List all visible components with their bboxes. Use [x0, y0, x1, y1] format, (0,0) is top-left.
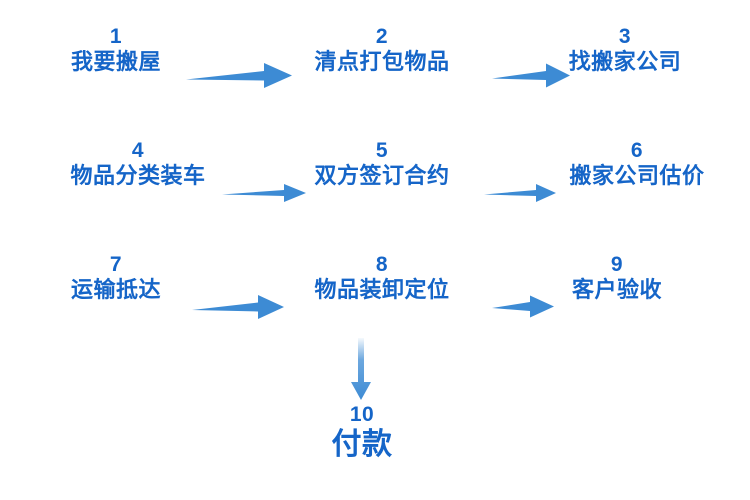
step-4-number: 4: [131, 139, 145, 162]
flow-step-9[interactable]: 9 客户验收: [571, 253, 663, 304]
step-10-label: 付款: [331, 428, 393, 462]
arrow-step2-to-step3: [492, 62, 570, 92]
flow-step-10[interactable]: 10 付款: [331, 403, 393, 464]
step-7-label: 运输抵达: [70, 277, 162, 303]
step-9-label: 客户验收: [571, 277, 663, 303]
flow-step-6[interactable]: 6 搬家公司估价: [569, 139, 705, 190]
step-4-label: 物品分类装车: [70, 163, 206, 189]
flow-step-7[interactable]: 7 运输抵达: [70, 253, 162, 304]
step-6-number: 6: [630, 139, 644, 162]
step-3-label: 找搬家公司: [568, 49, 682, 75]
step-2-number: 2: [375, 25, 389, 48]
step-5-number: 5: [375, 139, 389, 162]
step-5-label: 双方签订合约: [314, 163, 450, 189]
arrow-step7-to-step8: [192, 294, 284, 322]
step-2-label: 清点打包物品: [314, 49, 450, 75]
step-7-number: 7: [109, 253, 123, 276]
step-9-number: 9: [610, 253, 624, 276]
step-3-number: 3: [618, 25, 632, 48]
step-1-number: 1: [109, 25, 123, 48]
step-8-label: 物品装卸定位: [314, 277, 450, 303]
arrow-step8-to-step10: [344, 338, 378, 400]
flow-step-3[interactable]: 3 找搬家公司: [568, 25, 682, 76]
arrow-step4-to-step5: [222, 182, 306, 204]
flow-step-4[interactable]: 4 物品分类装车: [70, 139, 206, 190]
flow-step-2[interactable]: 2 清点打包物品: [314, 25, 450, 76]
arrow-step8-to-step9: [492, 294, 554, 320]
arrow-step5-to-step6: [484, 182, 556, 204]
flow-step-5[interactable]: 5 双方签订合约: [314, 139, 450, 190]
step-10-number: 10: [349, 403, 375, 426]
flow-step-8[interactable]: 8 物品装卸定位: [314, 253, 450, 304]
step-6-label: 搬家公司估价: [569, 163, 705, 189]
step-8-number: 8: [375, 253, 389, 276]
flow-step-1[interactable]: 1 我要搬屋: [70, 25, 162, 76]
arrow-step1-to-step2: [186, 62, 292, 92]
step-1-label: 我要搬屋: [70, 49, 162, 75]
